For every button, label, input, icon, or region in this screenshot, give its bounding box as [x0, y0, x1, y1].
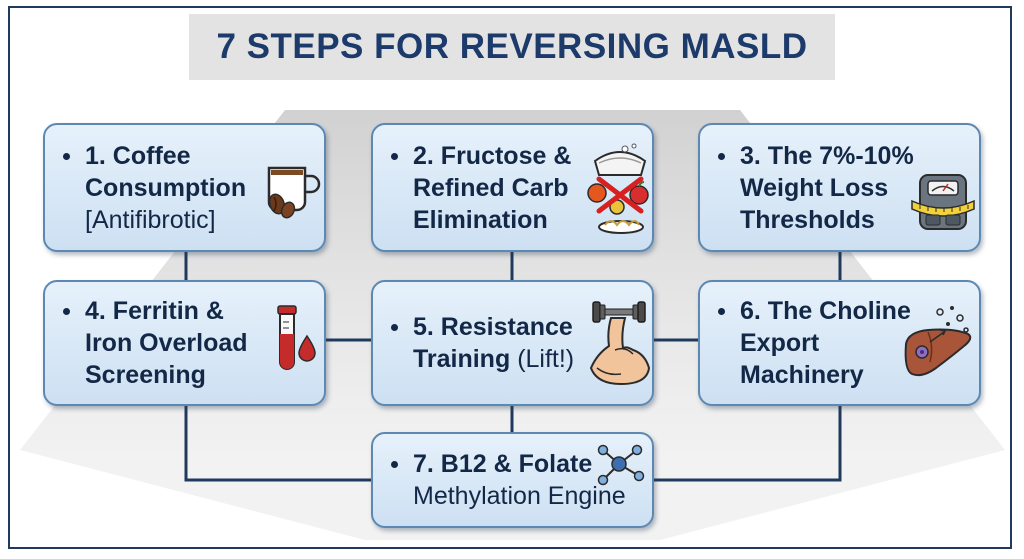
diagram-title: 7 STEPS FOR REVERSING MASLD: [216, 27, 808, 66]
step-5-line2-bold: Training: [413, 345, 511, 373]
step-2-line3: Elimination: [413, 205, 548, 234]
step-7-line2: Methylation Engine: [413, 482, 626, 510]
blood-tube-icon: [277, 305, 316, 370]
step-2-title: 2. Fructose &: [413, 141, 572, 170]
step-4-line3: Screening: [85, 361, 206, 389]
step-4-line2: Iron Overload: [85, 329, 248, 357]
step-7-box: 7. B12 & Folate Methylation Engine: [371, 432, 654, 528]
step-3-title: 3. The 7%-10%: [740, 141, 914, 170]
connector-lines: [184, 252, 842, 482]
step-1-line2: Consumption: [85, 173, 247, 202]
title-banner: 7 STEPS FOR REVERSING MASLD: [189, 14, 835, 80]
liver-icon: [904, 306, 972, 377]
step-2-box: 2. Fructose & Refined Carb Elimination: [371, 123, 654, 252]
coffee-mug-icon: [267, 166, 321, 219]
step-3-line3: Thresholds: [740, 205, 875, 234]
step-6-line3: Machinery: [740, 361, 864, 389]
step-1-box: 1. Coffee Consumption [Antifibrotic]: [43, 123, 326, 252]
step-3-line2: Weight Loss: [740, 173, 889, 202]
step-4-title: 4. Ferritin &: [85, 297, 224, 325]
scale-tape-icon: [911, 174, 975, 230]
step-7-title: 7. B12 & Folate: [413, 450, 593, 478]
step-6-line2: Export: [740, 329, 820, 357]
molecule-icon: [597, 444, 645, 486]
step-3-box: 3. The 7%-10% Weight Loss Thresholds: [698, 123, 981, 252]
no-sugar-fruit-icon: [587, 143, 649, 234]
step-1-title: 1. Coffee: [85, 141, 191, 170]
step-4-box: 4. Ferritin & Iron Overload Screening: [43, 280, 326, 406]
dumbbell-arm-icon: [589, 301, 651, 386]
step-5-box: 5. Resistance Training (Lift!): [371, 280, 654, 406]
step-1-line3: [Antifibrotic]: [85, 205, 216, 234]
step-6-box: 6. The Choline Export Machinery: [698, 280, 981, 406]
step-2-line2: Refined Carb: [413, 173, 569, 202]
step-5-title: 5. Resistance: [413, 313, 573, 341]
step-6-title: 6. The Choline: [740, 297, 911, 325]
step-5-line2-normal: (Lift!): [517, 345, 575, 373]
